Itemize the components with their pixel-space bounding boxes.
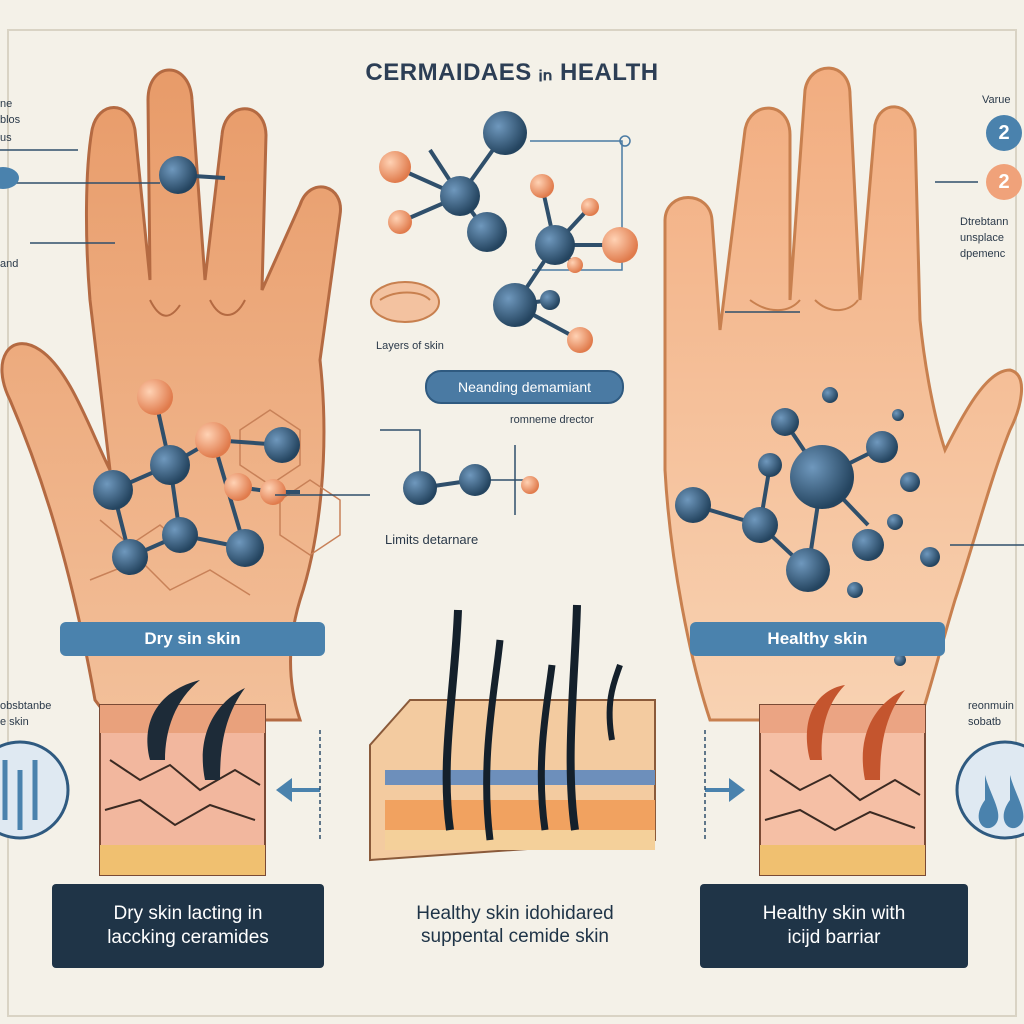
left-edge-bottom-label: e skin (0, 716, 29, 728)
right-hand-label-text: Healthy skin (767, 629, 868, 648)
center-callout-text: Neanding demamiant (457, 379, 592, 395)
molecule-atom (790, 445, 854, 509)
molecule-atom (467, 212, 507, 252)
right-edge-leader-lines (725, 181, 1024, 546)
molecule-atom (742, 507, 778, 543)
number-badge: 2 (986, 115, 1022, 151)
molecule-atom (264, 427, 300, 463)
center-molecule-top (379, 111, 631, 271)
right-hand-label: Healthy skin (690, 622, 945, 656)
left-caption-line: laccking ceramides (107, 927, 269, 948)
molecule-atom (162, 517, 198, 553)
molecule-atom (112, 539, 148, 575)
right-edge-bottom-label: reonmuin (968, 700, 1014, 712)
molecule-atom (866, 431, 898, 463)
molecule-atom (771, 408, 799, 436)
left-caption-line: Dry skin lacting in (113, 903, 263, 925)
lower-center-label: Limits detarnare (385, 532, 479, 547)
left-edge-bottom-label: obsbtanbe (0, 700, 52, 712)
right-caption-line: Healthy skin with (762, 903, 906, 925)
molecule-atom (483, 111, 527, 155)
molecule-atom (403, 471, 437, 505)
molecule-atom (93, 470, 133, 510)
center-callout: Neanding demamiant (425, 370, 624, 404)
molecule-atom (440, 176, 480, 216)
left-water-drop-icon (0, 740, 70, 840)
molecule-atom (758, 453, 782, 477)
molecule-atom (159, 156, 197, 194)
center-caption-line: Healthy skin idohidared (416, 903, 614, 925)
right-edge-top-label: Varue (982, 94, 1011, 106)
molecule-atom (388, 210, 412, 234)
number-badge: 2 (986, 164, 1022, 200)
center-molecule-middle (493, 174, 638, 353)
right-caption-box: Healthy skin with icijd barriar (700, 884, 968, 968)
left-hand-label: Dry sin skin (60, 622, 325, 656)
right-edge-mid-label: unsplace (960, 232, 1005, 244)
left-edge-label: us (0, 132, 12, 144)
molecule-atom (224, 473, 252, 501)
right-water-drop-icon (955, 740, 1024, 840)
frame-border (7, 29, 1017, 1017)
callout-sublabel: romneme drector (510, 414, 594, 426)
molecule-atom (493, 283, 537, 327)
skin-layer-disc-icon (370, 281, 440, 323)
right-edge-bottom-label: sobatb (968, 716, 1002, 728)
molecule-atom (530, 174, 554, 198)
center-caption-line: suppental cemide skin (421, 926, 609, 947)
right-edge-mid-label: Dtrebtann (960, 216, 1009, 228)
left-edge-label: ne (0, 98, 13, 110)
center-caption: Healthy skin idohidared suppental cemide… (370, 896, 660, 956)
left-edge-label: and (0, 258, 19, 270)
arrow-left (276, 778, 320, 802)
right-skin-cross-section (759, 685, 926, 876)
molecule-atom (260, 479, 286, 505)
left-hand-molecule (93, 156, 300, 575)
center-small-molecule (380, 429, 539, 515)
left-hand-label-text: Dry sin skin (144, 629, 241, 648)
molecule-atom (195, 422, 231, 458)
arrow-right (705, 778, 745, 802)
left-edge-label: blos (0, 114, 21, 126)
molecule-atom (150, 445, 190, 485)
right-edge-mid-label: dpemenc (960, 248, 1006, 260)
molecule-atom (459, 464, 491, 496)
molecule-atom (602, 227, 638, 263)
molecule-atom (379, 151, 411, 183)
molecule-atom (567, 327, 593, 353)
right-caption-line: icijd barriar (787, 927, 881, 948)
molecule-atom (675, 487, 711, 523)
page-title: CERMAIDAES ᵢₙ HEALTH (365, 59, 659, 86)
molecule-atom (226, 529, 264, 567)
left-caption-box: Dry skin lacting in laccking ceramides (52, 884, 324, 968)
left-edge-leader-lines (0, 149, 370, 496)
molecule-atom (852, 529, 884, 561)
left-skin-cross-section (99, 680, 266, 876)
layers-of-skin-label: Layers of skin (376, 340, 444, 352)
molecule-atom (137, 379, 173, 415)
left-edge-icon (0, 167, 19, 189)
right-hand-molecule (675, 387, 940, 666)
center-skin-cross-section (369, 604, 656, 862)
molecule-atom (535, 225, 575, 265)
molecule-atom (786, 548, 830, 592)
